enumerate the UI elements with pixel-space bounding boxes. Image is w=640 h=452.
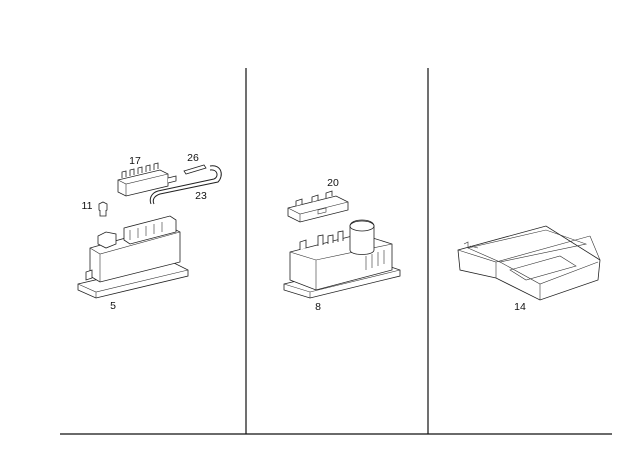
part-23-hose xyxy=(149,165,222,205)
part-20-relay xyxy=(287,190,349,223)
part-26-pin xyxy=(183,164,207,175)
part-17-valve-block xyxy=(117,162,177,197)
label-11: 11 xyxy=(82,200,93,212)
label-20: 20 xyxy=(327,177,339,189)
label-26: 26 xyxy=(187,152,199,164)
label-14: 14 xyxy=(514,301,526,313)
label-23: 23 xyxy=(195,190,207,202)
label-17: 17 xyxy=(129,155,141,167)
part-14-tray xyxy=(457,225,601,301)
label-5: 5 xyxy=(110,300,116,312)
part-11-fitting xyxy=(98,201,108,217)
label-8: 8 xyxy=(315,301,321,313)
part-5-module xyxy=(77,215,189,299)
part-8-control-unit xyxy=(283,219,401,299)
